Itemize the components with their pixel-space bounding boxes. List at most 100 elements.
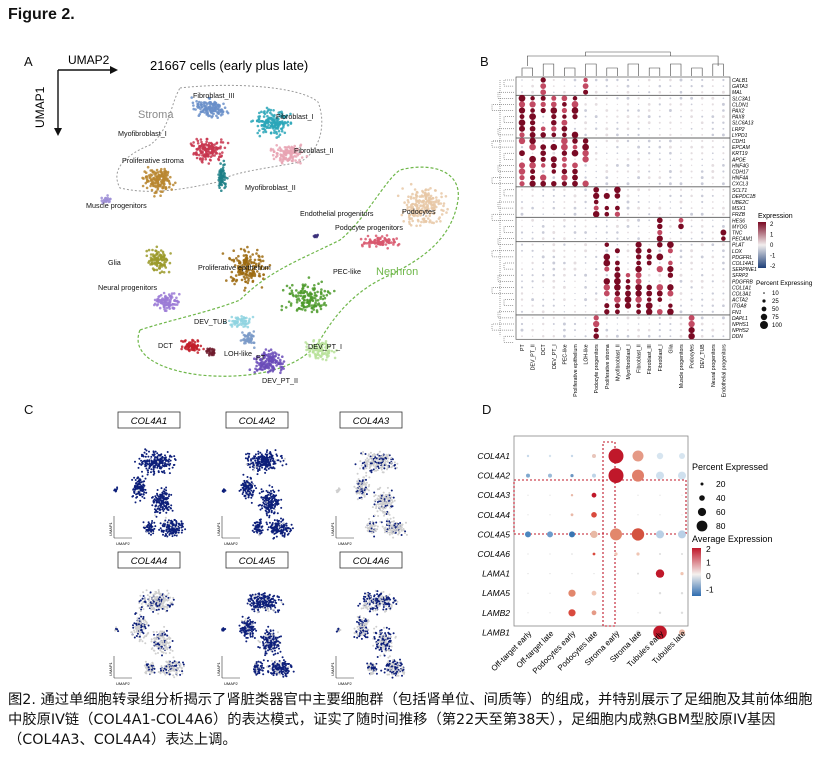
feature-cell [169, 596, 172, 599]
feature-cell [278, 647, 280, 650]
feature-cell [275, 453, 278, 456]
feature-cell [258, 530, 261, 533]
feature-cell [157, 608, 160, 611]
feature-cell [250, 462, 253, 465]
feature-cell [377, 461, 380, 464]
marker-dot [551, 95, 557, 101]
feature-cell [254, 621, 257, 624]
feature-cell [181, 522, 184, 525]
marker-dot [667, 272, 674, 278]
feature-cell [272, 653, 275, 656]
feature-cell [367, 620, 370, 623]
feature-cell [224, 628, 227, 630]
feature-cell [355, 492, 358, 495]
feature-cell [154, 505, 157, 508]
marker-dot [626, 78, 630, 82]
marker-dot [690, 152, 693, 155]
feature-cell [150, 638, 153, 641]
marker-dot [616, 139, 619, 143]
feature-cell [249, 476, 252, 479]
marker-dot [680, 286, 682, 289]
marker-dot [690, 231, 693, 234]
feature-cell [166, 531, 169, 534]
feature-cell [374, 467, 377, 470]
marker-dot [720, 229, 727, 236]
feature-cell [282, 670, 285, 673]
feature-cell [258, 672, 261, 675]
feature-cell [353, 485, 356, 488]
marker-dot [595, 158, 598, 161]
marker-dot [711, 103, 714, 106]
feature-cell [380, 494, 383, 497]
marker-dot [679, 200, 683, 204]
marker-dot [648, 164, 651, 167]
marker-gene-label: SCLT1 [732, 188, 747, 194]
feature-cell [242, 484, 245, 487]
marker-dot [553, 213, 555, 215]
marker-dot [700, 84, 704, 88]
marker-dot [669, 194, 672, 198]
feature-cell [146, 664, 149, 667]
feature-cell [158, 633, 161, 636]
marker-dot [595, 170, 597, 173]
feature-cell [158, 462, 161, 465]
feature-cell [151, 528, 154, 531]
feature-cell [132, 624, 134, 627]
marker-dot [711, 121, 714, 124]
feature-cell [371, 607, 374, 610]
feature-cell [253, 528, 256, 530]
feature-cell [166, 451, 169, 453]
marker-gene-label: COL14A1 [732, 261, 754, 267]
feature-cell [253, 608, 255, 611]
marker-dot [711, 152, 714, 155]
feature-cell [387, 607, 390, 609]
marker-gene-label: FN1 [732, 310, 742, 316]
feature-cell [360, 620, 363, 623]
marker-dot [658, 133, 661, 136]
marker-dot [574, 299, 576, 301]
feature-cell [385, 608, 388, 611]
marker-dot [573, 231, 577, 234]
marker-dot [573, 261, 577, 265]
marker-dot [529, 174, 536, 181]
marker-dot [679, 255, 683, 259]
feature-cell [164, 605, 167, 608]
marker-dot [552, 176, 556, 179]
marker-dot [563, 90, 566, 94]
marker-gene-label: CDH17 [732, 170, 749, 176]
feature-cell [364, 618, 367, 621]
feature-gene-title: COL4A3 [353, 416, 390, 427]
feature-cell [272, 463, 275, 465]
marker-dot [563, 207, 566, 210]
marker-dot [616, 316, 619, 319]
marker-dot [701, 158, 704, 161]
feature-cell [166, 634, 169, 637]
feature-cell [278, 660, 281, 662]
feature-cell [181, 529, 184, 532]
feature-cell [171, 661, 174, 664]
marker-dot [595, 85, 597, 87]
marker-dot [637, 176, 641, 180]
marker-dot [700, 96, 704, 100]
marker-dot [593, 327, 599, 333]
feature-cell [245, 487, 248, 490]
marker-dot [648, 134, 650, 136]
feature-cell [259, 503, 261, 506]
feature-cell [154, 462, 157, 465]
marker-dot [656, 217, 663, 224]
marker-dot [552, 298, 555, 301]
feature-cell [167, 662, 170, 665]
feature-cell [356, 480, 359, 483]
cluster-axis-label: DEV_PT_I [552, 344, 558, 369]
feature-cell [240, 619, 243, 622]
marker-dot [605, 85, 608, 88]
feature-cell [270, 633, 273, 636]
feature-cell [382, 507, 385, 510]
feature-cell [247, 478, 250, 481]
feature-cell [274, 662, 277, 665]
feature-cell [376, 501, 379, 503]
feature-cell [148, 465, 151, 468]
marker-dot [518, 125, 526, 132]
feature-cell [277, 598, 280, 601]
